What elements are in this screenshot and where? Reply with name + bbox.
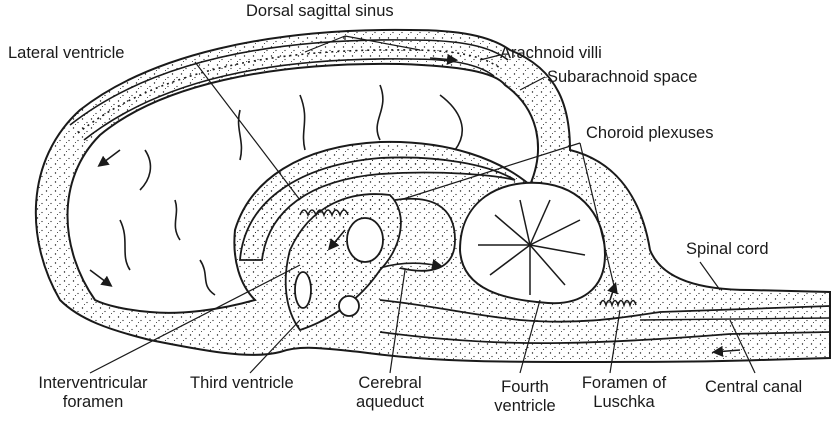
label-interventricular-foramen-line2: foramen [8, 393, 178, 412]
label-spinal-cord: Spinal cord [686, 240, 769, 259]
label-cerebral-aqueduct: Cerebral aqueduct [345, 374, 435, 412]
label-dorsal-sagittal-sinus: Dorsal sagittal sinus [246, 2, 394, 21]
label-cerebral-aqueduct-line1: Cerebral [345, 374, 435, 393]
label-interventricular-foramen: Interventricular foramen [8, 374, 178, 412]
label-choroid-plexuses: Choroid plexuses [586, 124, 714, 143]
label-subarachnoid-space: Subarachnoid space [547, 68, 697, 87]
label-third-ventricle: Third ventricle [190, 374, 294, 393]
label-foramen-of-luschka-line1: Foramen of [574, 374, 674, 393]
label-foramen-of-luschka: Foramen of Luschka [574, 374, 674, 412]
label-fourth-ventricle-line1: Fourth [480, 378, 570, 397]
label-interventricular-foramen-line1: Interventricular [8, 374, 178, 393]
label-fourth-ventricle: Fourth ventricle [480, 378, 570, 416]
label-lateral-ventricle: Lateral ventricle [8, 44, 124, 63]
label-central-canal: Central canal [705, 378, 802, 397]
label-cerebral-aqueduct-line2: aqueduct [345, 393, 435, 412]
label-arachnoid-villi: Arachnoid villi [500, 44, 602, 63]
label-fourth-ventricle-line2: ventricle [480, 397, 570, 416]
label-foramen-of-luschka-line2: Luschka [574, 393, 674, 412]
